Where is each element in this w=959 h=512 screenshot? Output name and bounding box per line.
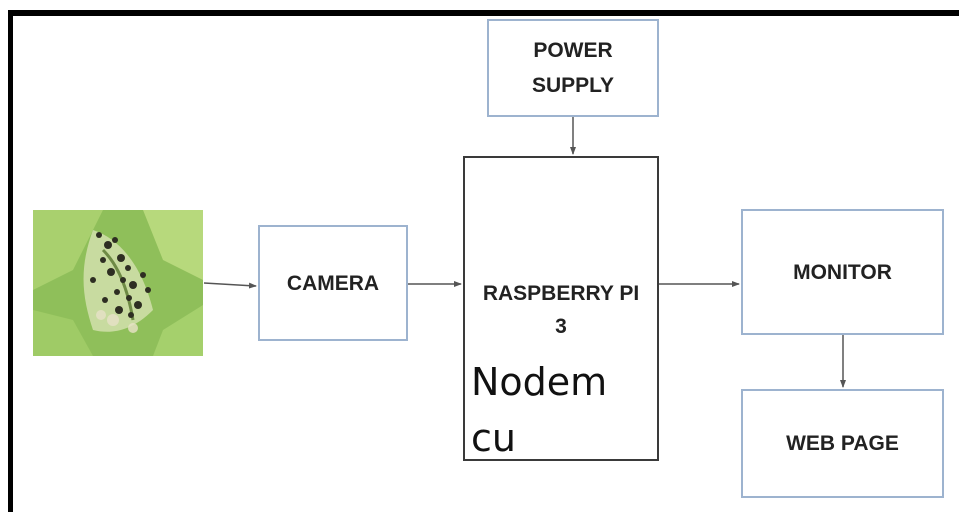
nodemcu-label: Nodem cu bbox=[471, 360, 608, 460]
raspberry-pi-block: RASPBERRY PI 3 Nodem cu bbox=[463, 156, 659, 461]
raspberry-pi-label: RASPBERRY PI 3 bbox=[482, 282, 640, 338]
web-page-label: WEB PAGE bbox=[786, 432, 899, 455]
monitor-label: MONITOR bbox=[793, 260, 892, 284]
camera-block: CAMERA bbox=[258, 225, 408, 341]
power-supply-label: POWER SUPPLY bbox=[531, 39, 615, 97]
power-supply-block: POWER SUPPLY bbox=[487, 19, 659, 117]
camera-label: CAMERA bbox=[286, 271, 380, 295]
monitor-block: MONITOR bbox=[741, 209, 944, 335]
web-page-block: WEB PAGE bbox=[741, 389, 944, 498]
leaf-image bbox=[33, 210, 203, 356]
